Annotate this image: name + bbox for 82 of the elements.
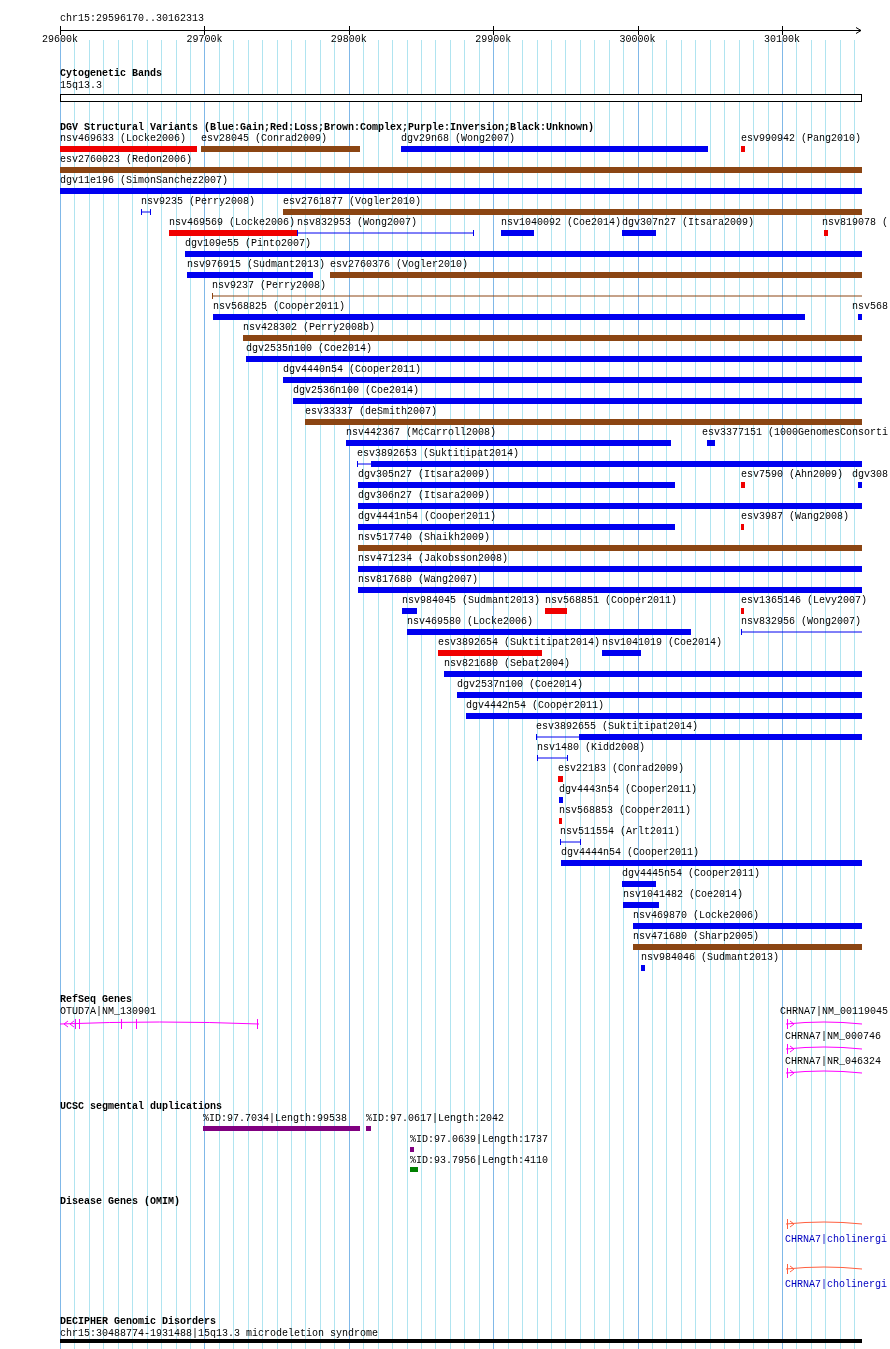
- variant-label: nsv469870 (Locke2006): [633, 910, 760, 922]
- duplication-label: %ID:97.0617|Length:2042: [366, 1113, 505, 1125]
- variant-label: esv33337 (deSmith2007): [305, 406, 438, 418]
- variant-label: dgv29n68 (Wong2007): [401, 133, 516, 145]
- variant-label: esv1365146 (Levy2007): [741, 595, 868, 607]
- variant-label: esv3377151 (1000GenomesConsorti: [701, 427, 888, 439]
- axis-tick-label: 30000k: [619, 34, 656, 46]
- variant-label: dgv4444n54 (Cooper2011): [561, 847, 700, 859]
- variant-label: nsv1041019 (Coe2014): [602, 637, 723, 649]
- duplication-label: %ID:97.7034|Length:99538: [203, 1113, 348, 1125]
- variant-label: nsv568825 (Cooper2011): [213, 301, 346, 313]
- variant-label: nsv984045 (Sudmant2013): [402, 595, 541, 607]
- disease-gene-label: CHRNA7|cholinergi: [785, 1279, 888, 1291]
- track-title: DECIPHER Genomic Disorders: [60, 1316, 217, 1328]
- disease-gene-label: CHRNA7|cholinergi: [785, 1234, 888, 1246]
- gene-label: CHRNA7|NM_000746: [785, 1031, 881, 1043]
- variant-label: nsv976915 (Sudmant2013): [187, 259, 326, 271]
- variant-label: esv990942 (Pang2010): [741, 133, 862, 145]
- axis-tick-label: 29900k: [475, 34, 512, 46]
- variant-label: nsv821680 (Sebat2004): [444, 658, 571, 670]
- variant-label: dgv308: [852, 469, 888, 481]
- track-title: DGV Structural Variants (Blue:Gain;Red:Loss;Brown:Complex;Purple:Inversion;Black:Unknown): [60, 122, 595, 134]
- variant-label: nsv469580 (Locke2006): [407, 616, 534, 628]
- gene-label: CHRNA7|NR_046324: [785, 1056, 881, 1068]
- variant-label: nsv9237 (Perry2008): [212, 280, 327, 292]
- track-title: Cytogenetic Bands: [60, 68, 163, 80]
- variant-label: dgv305n27 (Itsara2009): [358, 469, 491, 481]
- variant-label: nsv1041482 (Coe2014): [623, 889, 744, 901]
- coordinate-range: chr15:29596170..30162313: [60, 13, 205, 25]
- variant-label: esv3987 (Wang2008): [741, 511, 850, 523]
- axis-tick-label: 29700k: [186, 34, 223, 46]
- variant-label: esv22183 (Conrad2009): [558, 763, 685, 775]
- variant-label: dgv4441n54 (Cooper2011): [358, 511, 497, 523]
- variant-label: dgv4445n54 (Cooper2011): [622, 868, 761, 880]
- variant-label: esv3892653 (Suktitipat2014): [357, 448, 520, 460]
- variant-label: dgv109e55 (Pinto2007): [185, 238, 312, 250]
- variant-label: nsv832956 (Wong2007): [741, 616, 862, 628]
- variant-label: nsv442367 (McCarroll2008): [346, 427, 497, 439]
- variant-label: nsv568853 (Cooper2011): [559, 805, 692, 817]
- variant-label: esv2760376 (Vogler2010): [330, 259, 469, 271]
- variant-label: nsv469569 (Locke2006): [169, 217, 296, 229]
- variant-label: nsv819078 (: [822, 217, 888, 229]
- genomic-disorder-label: chr15:30488774-1931488|15q13.3 microdeletion syndrome: [60, 1328, 379, 1340]
- variant-label: nsv428302 (Perry2008b): [243, 322, 376, 334]
- variant-label: nsv832953 (Wong2007): [297, 217, 418, 229]
- variant-label: nsv9235 (Perry2008): [141, 196, 256, 208]
- variant-label: nsv469633 (Locke2006): [60, 133, 187, 145]
- variant-label: esv7590 (Ahn2009): [741, 469, 844, 481]
- variant-label: esv28045 (Conrad2009): [201, 133, 328, 145]
- variant-label: nsv1040092 (Coe2014): [501, 217, 622, 229]
- variant-label: dgv306n27 (Itsara2009): [358, 490, 491, 502]
- axis-tick-label: 29600k: [42, 34, 78, 46]
- variant-label: dgv307n27 (Itsara2009): [622, 217, 755, 229]
- duplication-label: %ID:93.7956|Length:4110: [410, 1155, 549, 1167]
- variant-label: nsv817680 (Wang2007): [358, 574, 479, 586]
- variant-label: dgv4440n54 (Cooper2011): [283, 364, 422, 376]
- gene-label: OTUD7A|NM_130901: [60, 1006, 156, 1018]
- gene-label: CHRNA7|NM_00119045: [779, 1006, 888, 1018]
- band-label: 15q13.3: [60, 80, 102, 92]
- variant-label: nsv568: [852, 301, 888, 313]
- variant-label: esv3892654 (Suktitipat2014): [438, 637, 601, 649]
- variant-label: nsv984046 (Sudmant2013): [641, 952, 780, 964]
- axis-tick-label: 29800k: [330, 34, 367, 46]
- variant-label: esv3892655 (Suktitipat2014): [536, 721, 699, 733]
- track-title: Disease Genes (OMIM): [60, 1196, 181, 1208]
- variant-label: dgv11e196 (SimonSanchez2007): [60, 175, 229, 187]
- track-title: UCSC segmental duplications: [60, 1101, 223, 1113]
- variant-label: dgv2535n100 (Coe2014): [246, 343, 373, 355]
- variant-label: dgv4442n54 (Cooper2011): [466, 700, 605, 712]
- variant-label: esv2761877 (Vogler2010): [283, 196, 422, 208]
- variant-label: nsv568851 (Cooper2011): [545, 595, 678, 607]
- variant-label: esv2760023 (Redon2006): [60, 154, 193, 166]
- variant-label: nsv511554 (Arlt2011): [560, 826, 681, 838]
- variant-label: nsv471234 (Jakobsson2008): [358, 553, 509, 565]
- variant-label: dgv2536n100 (Coe2014): [293, 385, 420, 397]
- duplication-label: %ID:97.0639|Length:1737: [410, 1134, 549, 1146]
- variant-label: nsv471680 (Sharp2005): [633, 931, 760, 943]
- variant-label: dgv4443n54 (Cooper2011): [559, 784, 698, 796]
- variant-label: dgv2537n100 (Coe2014): [457, 679, 584, 691]
- variant-label: nsv517740 (Shaikh2009): [358, 532, 491, 544]
- variant-label: nsv1480 (Kidd2008): [537, 742, 646, 754]
- axis-tick-label: 30100k: [764, 34, 800, 46]
